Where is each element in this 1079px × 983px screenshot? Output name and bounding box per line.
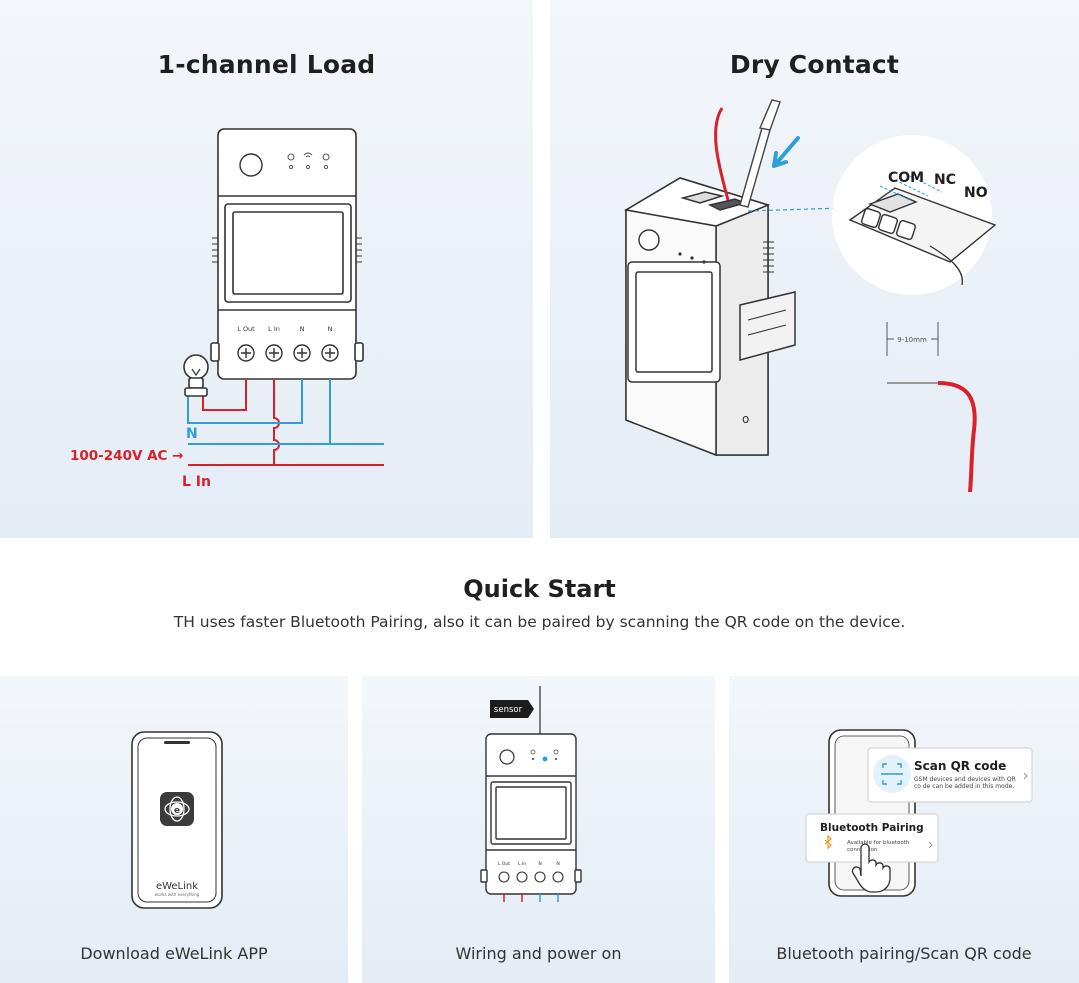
step-download-app: e eWeLink works with everything Download… — [0, 676, 348, 983]
live-in-label: L In — [182, 474, 211, 490]
qr-title: Scan QR code — [914, 759, 1006, 773]
step-caption: Bluetooth pairing/Scan QR code — [776, 944, 1032, 963]
qr-desc: co de can be added in this mode. — [914, 783, 1014, 790]
device-mark: o — [742, 412, 749, 426]
step-caption: Download eWeLink APP — [80, 944, 268, 963]
power-button-icon — [499, 749, 515, 765]
terminal-label-n1: N — [300, 325, 305, 333]
bluetooth-icon — [824, 834, 832, 850]
stripped-red-wire — [937, 381, 977, 493]
screw-terminals — [237, 344, 339, 362]
step-pairing: Scan QR code GSM devices and devices wit… — [729, 676, 1079, 983]
step-wiring-power: sensor L Out L In N N — [362, 676, 715, 983]
contact-label-nc: NC — [934, 172, 956, 188]
device-illustration: sensor L Out L In N N — [480, 686, 582, 902]
app-name: eWeLink — [156, 881, 198, 892]
terminal-label: N — [556, 861, 559, 867]
panel-title: 1-channel Load — [157, 50, 376, 79]
th-device-3d — [623, 177, 796, 457]
app-tagline: works with everything — [155, 892, 200, 897]
svg-text:e: e — [174, 806, 180, 816]
terminal-label: N — [538, 861, 541, 867]
bt-desc: Available for bluetooth — [847, 840, 910, 846]
terminal-label-lin: L In — [268, 325, 280, 333]
wifi-led-icon — [542, 756, 548, 762]
svg-text:sensor: sensor — [494, 705, 523, 715]
strip-length-label: 9-10mm — [897, 336, 927, 344]
neutral-label: N — [186, 426, 198, 442]
contact-label-com: COM — [888, 170, 924, 186]
status-leds — [678, 252, 706, 264]
phone-illustration: e eWeLink works with everything — [131, 731, 223, 909]
step-caption: Wiring and power on — [455, 944, 622, 963]
strip-length-indicator — [886, 322, 939, 356]
bluetooth-card[interactable]: Bluetooth Pairing Available for bluetoot… — [805, 813, 939, 863]
qr-desc: GSM devices and devices with QR — [914, 776, 1016, 783]
panel-1-channel-load: 1-channel Load — [0, 0, 533, 538]
panel-dry-contact: Dry Contact o — [550, 0, 1079, 538]
terminal-label-n2: N — [328, 325, 333, 333]
power-button-icon — [239, 153, 263, 177]
th-device — [210, 128, 364, 380]
pairing-illustration: Scan QR code GSM devices and devices wit… — [805, 729, 1033, 897]
ewelink-logo-icon: e — [160, 792, 194, 826]
quick-start-subtitle: TH uses faster Bluetooth Pairing, also i… — [173, 613, 906, 631]
qr-card: Scan QR code GSM devices and devices wit… — [867, 747, 1033, 803]
terminal-label: L In — [518, 861, 526, 867]
contact-label-no: NO — [964, 185, 988, 201]
wiring-diagram: L Out L In N N N 10 — [70, 128, 384, 490]
voltage-label: 100-240V AC → — [70, 448, 183, 464]
bt-title: Bluetooth Pairing — [820, 822, 924, 834]
status-leds — [287, 152, 330, 170]
screwdriver-icon — [739, 99, 781, 208]
contact-zoom — [832, 135, 997, 295]
tap-hand-icon — [851, 843, 891, 893]
terminal-label-lout: L Out — [237, 325, 255, 333]
panel-title: Dry Contact — [729, 50, 900, 79]
sensor-badge: sensor — [490, 700, 534, 718]
light-bulb-icon — [183, 354, 209, 397]
dry-contact-diagram: o COM NC NO — [623, 99, 997, 493]
wires — [187, 379, 384, 466]
quick-start-title: Quick Start — [463, 575, 616, 603]
arrow-icon — [772, 136, 800, 168]
power-button-icon — [638, 229, 660, 251]
red-wire — [714, 107, 730, 201]
terminal-label: L Out — [498, 861, 510, 867]
